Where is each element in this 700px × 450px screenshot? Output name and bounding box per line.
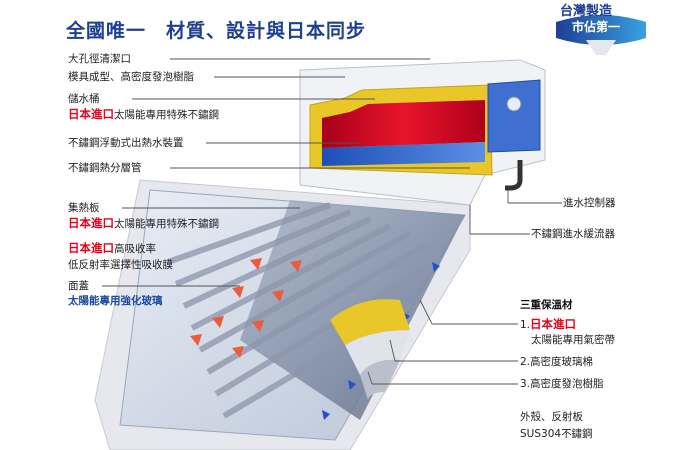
label-absorb-rate: 高吸收率 (114, 243, 156, 255)
label-inlet-flow: 不鏽鋼進水緩流器 (531, 228, 615, 240)
float-ball (506, 96, 522, 112)
insulation-layer-2 (345, 330, 410, 375)
label-insulation-title: 三重保溫材 (520, 299, 573, 311)
made-in-taiwan-badge: 台灣製造 市佔第一 (546, 0, 656, 60)
badge-line-1: 台灣製造 (560, 4, 613, 19)
label-collector-material: 太陽能專用特殊不鏽鋼 (114, 218, 219, 230)
label-cover-title: 面蓋 (68, 280, 89, 292)
insulation-layer-1 (330, 299, 410, 345)
label-molded: 模具成型、高密度發泡樹脂 (68, 71, 194, 83)
label-insulation-1: 1.日本進口 (520, 317, 576, 332)
badge-shape (556, 15, 646, 55)
label-shell-title: 外殼、反射板 (520, 411, 583, 423)
inlet-control-box (487, 79, 541, 153)
label-tank-material: 太陽能專用特殊不鏽鋼 (114, 109, 219, 121)
badge-line-2: 市佔第一 (572, 20, 621, 34)
label-inlet-control: 進水控制器 (563, 197, 616, 209)
label-insulation-1-desc: 太陽能專用氣密帶 (531, 334, 615, 346)
label-insulation-1-japan: 日本進口 (530, 317, 577, 331)
label-tank-title: 儲水桶 (68, 93, 100, 105)
leader-lines (102, 58, 562, 385)
heat-arrows (190, 258, 302, 358)
inlet-pipe (505, 160, 523, 191)
tank-cold-water (322, 142, 485, 166)
label-absorb: 日本進口高吸收率 (68, 241, 156, 256)
label-opening: 大孔徑清潔口 (68, 53, 131, 65)
label-collector-desc: 日本進口太陽能專用特殊不鏽鋼 (68, 216, 219, 231)
label-collector-title: 集熱板 (68, 202, 100, 214)
label-float: 不鏽鋼浮動式出熱水裝置 (68, 137, 184, 149)
label-tank-desc: 日本進口太陽能專用特殊不鏽鋼 (68, 107, 219, 122)
label-shell-desc: SUS304不鏽鋼 (520, 428, 593, 440)
label-tank-japan: 日本進口 (68, 107, 114, 121)
label-insulation-2: 2.高密度玻璃棉 (520, 356, 594, 368)
label-insulation-1-num: 1. (520, 319, 531, 331)
label-collector-japan: 日本進口 (68, 216, 114, 230)
page-title: 全國唯一 材質、設計與日本同步 (66, 20, 367, 42)
tank-hot-water (322, 100, 485, 148)
label-absorb-japan: 日本進口 (68, 241, 114, 255)
insulation-layer-3 (360, 359, 400, 400)
label-absorb-film: 低反射率選擇性吸收膜 (68, 259, 173, 271)
label-heat-pipe: 不鏽鋼熱分層管 (68, 162, 142, 174)
label-cover-desc: 太陽能專用強化玻璃 (68, 295, 163, 307)
label-insulation-3: 3.高密度發泡樹脂 (520, 378, 604, 390)
